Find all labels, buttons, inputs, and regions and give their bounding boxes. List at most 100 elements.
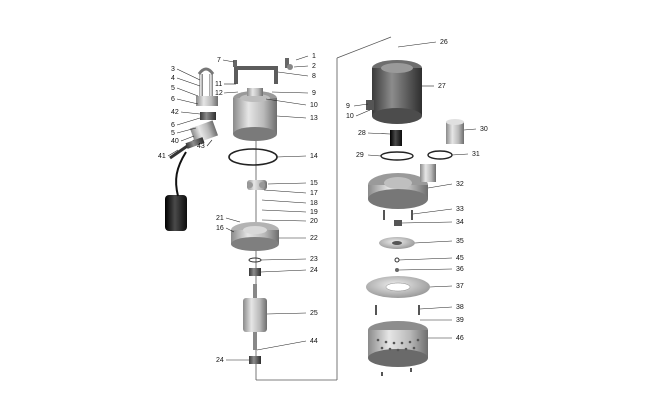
- leader-line-r29: [367, 154, 382, 157]
- leader-line-r26: [397, 41, 437, 48]
- bearing-upper: [249, 268, 261, 276]
- callout-l44: 44: [310, 338, 318, 345]
- callout-r32: 32: [456, 181, 464, 188]
- callout-l6a: 6: [171, 96, 175, 103]
- callout-l2: 2: [312, 63, 316, 70]
- leader-line-l42: [180, 111, 201, 115]
- callout-r39: 39: [456, 317, 464, 324]
- callout-r36: 36: [456, 266, 464, 273]
- leader-line-l12: [223, 91, 239, 94]
- callout-l14: 14: [310, 153, 318, 160]
- leader-line-l4: [176, 77, 201, 87]
- capacitor: [247, 180, 267, 190]
- leader-line-l16: [225, 227, 235, 233]
- leader-line-l20: [261, 219, 307, 222]
- leader-line-r34: [401, 221, 453, 224]
- callout-r38: 38: [456, 304, 464, 311]
- bearing-housing: [231, 222, 279, 251]
- motor-cover: [233, 88, 277, 141]
- leader-line-r10: [355, 109, 371, 117]
- leader-line-l25: [266, 312, 307, 315]
- leader-line-l6a: [176, 98, 199, 105]
- cable-gland-assembly: [185, 67, 219, 149]
- callout-r31: 31: [472, 151, 480, 158]
- leader-line-l14: [276, 155, 307, 158]
- impeller: [379, 237, 415, 249]
- callout-r35: 35: [456, 238, 464, 245]
- callout-r9: 9: [346, 103, 350, 110]
- leader-line-l44: [256, 340, 307, 351]
- leader-line-l13: [276, 115, 307, 119]
- leader-line-r38: [419, 306, 453, 310]
- callout-l12: 12: [215, 90, 223, 97]
- leader-line-r30: [463, 128, 477, 131]
- leader-line-l17: [263, 189, 307, 194]
- callout-l17: 17: [310, 190, 318, 197]
- callout-r45: 45: [456, 255, 464, 262]
- volute-casing: [368, 164, 436, 209]
- motor-housing: [366, 60, 422, 124]
- callout-l4: 4: [171, 75, 175, 82]
- leader-line-l9: [271, 91, 309, 94]
- outlet-nipple: [446, 119, 464, 144]
- callout-l11: 11: [215, 81, 222, 88]
- leader-line-r28: [367, 132, 391, 135]
- bolts-33: [383, 210, 413, 220]
- callout-l40: 40: [171, 138, 179, 145]
- callout-r33: 33: [456, 206, 464, 213]
- leader-line-l43: [206, 139, 213, 147]
- callout-l21: 21: [216, 215, 224, 222]
- callout-l5b: 5: [171, 130, 175, 137]
- pump-assembly-frame: [336, 36, 392, 380]
- leader-line-r45: [398, 257, 453, 261]
- gasket-31: [427, 150, 453, 160]
- screws-38: [375, 305, 420, 315]
- leader-line-l23: [260, 258, 307, 261]
- callout-l3: 3: [171, 66, 175, 73]
- callout-l6b: 6: [171, 122, 175, 129]
- callout-l42: 42: [171, 109, 179, 116]
- leader-line-r31: [451, 153, 469, 156]
- callout-l15: 15: [310, 180, 318, 187]
- callout-l16: 16: [216, 225, 224, 232]
- callout-r29: 29: [356, 152, 364, 159]
- washer-36: [395, 268, 399, 272]
- callout-labels: 1234556678910111213141516171819202122232…: [158, 39, 488, 364]
- callout-l1: 1: [312, 53, 316, 60]
- rotor-shaft: [243, 284, 267, 350]
- leader-line-l2: [293, 65, 309, 68]
- o-ring-29: [380, 151, 414, 161]
- leader-line-l19: [261, 209, 307, 213]
- callout-r34: 34: [456, 219, 464, 226]
- callout-l43: 43: [197, 143, 205, 150]
- callout-l7: 7: [217, 57, 221, 64]
- leader-line-l6b: [176, 117, 201, 126]
- wave-washer-23: [248, 257, 262, 263]
- leader-line-l24a: [260, 269, 307, 273]
- o-ring-14: [228, 148, 278, 166]
- coupling: [390, 130, 402, 146]
- callout-l5a: 5: [171, 85, 175, 92]
- callout-r37: 37: [456, 283, 464, 290]
- leader-line-r37: [429, 285, 453, 288]
- suction-plate: [366, 276, 430, 298]
- bearing-lower: [249, 356, 261, 364]
- base-strainer: [368, 321, 428, 376]
- leader-line-l10: [265, 98, 307, 106]
- leader-line-r9: [353, 103, 369, 107]
- callout-l19: 19: [310, 209, 318, 216]
- callout-l10: 10: [310, 102, 318, 109]
- leader-line-l41: [167, 149, 179, 157]
- callout-l18: 18: [310, 200, 318, 207]
- leader-line-l5b: [176, 127, 197, 134]
- callout-l9: 9: [312, 90, 316, 97]
- callout-r26: 26: [440, 39, 448, 46]
- callout-r46: 46: [456, 335, 464, 342]
- callout-r30: 30: [480, 126, 488, 133]
- leader-lines: [167, 41, 477, 361]
- callout-l22: 22: [310, 235, 318, 242]
- callout-l8: 8: [312, 73, 316, 80]
- leader-line-l40: [180, 135, 195, 142]
